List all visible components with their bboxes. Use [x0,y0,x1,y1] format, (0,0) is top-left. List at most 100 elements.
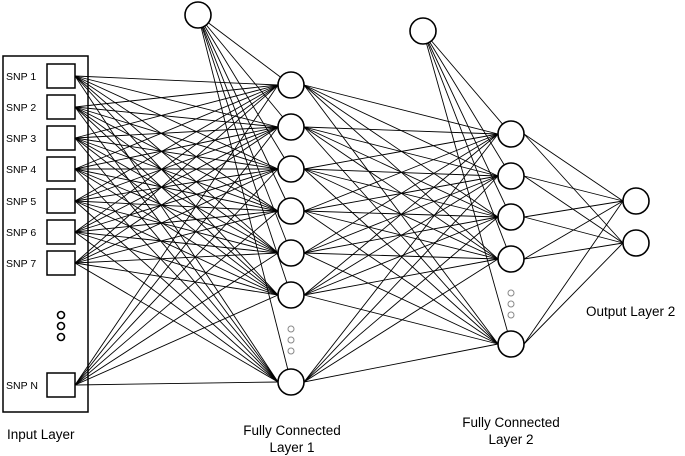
connection-line [74,168,279,383]
input-node-box [46,250,76,276]
connection-line [303,175,499,383]
connection-line [74,168,279,264]
input-layer-box [2,55,89,413]
connection-line [303,343,499,383]
connection-line [74,84,279,108]
connection-line [303,258,499,383]
connection-line [523,242,624,260]
connection-line [303,294,499,345]
fc2-neuron [497,120,525,148]
connection-line [74,75,279,383]
connection-line [74,168,279,296]
connection-line [74,126,279,139]
connection-line [74,75,279,254]
fc1-ellipsis [287,325,295,355]
input-node-box [46,156,76,182]
connection-line [523,175,624,244]
input-label: SNP 1 [6,71,36,83]
connection-line [74,84,279,139]
fc1-neuron [277,281,305,309]
connection-line [422,30,512,135]
connection-line [74,210,279,233]
fc2-neuron [497,203,525,231]
connection-line [74,137,279,170]
input-label: SNP N [6,380,38,392]
connection-line [303,216,499,383]
input-node-box [46,125,76,151]
connection-line [74,84,279,170]
connection-line [197,14,292,86]
connection-line [303,133,499,296]
bias-node-2 [409,17,437,45]
connection-line [74,126,279,264]
fc2-neuron [497,245,525,273]
connection-line [74,262,279,296]
connection-line [303,258,499,296]
connection-line [74,231,279,296]
connections [74,14,624,386]
connection-line [197,14,292,170]
connection-line [74,231,279,254]
output-neuron [622,229,650,257]
connection-line [74,75,279,128]
input-ellipsis [56,310,66,342]
connection-line [74,137,279,296]
output-layer-label: Output Layer 2 [586,304,675,319]
connection-line [74,126,279,386]
connection-line [74,381,279,386]
connection-line [197,14,292,383]
connection-line [303,84,499,135]
connection-line [303,216,499,296]
input-layer-label: Input Layer [7,427,75,442]
fc1-neuron [277,113,305,141]
fc1-neuron [277,239,305,267]
connection-line [74,106,279,296]
connection-line [523,200,624,345]
connection-line [422,30,512,218]
connection-line [197,14,292,296]
input-label: SNP 2 [6,102,36,114]
fc2-label-line2: Layer 2 [488,432,533,447]
connection-line [422,30,512,177]
connection-line [74,137,279,383]
connection-line [74,200,279,296]
input-node-box [46,94,76,120]
input-label: SNP 5 [6,196,36,208]
connection-line [74,252,279,386]
fc1-neuron [277,197,305,225]
connection-line [422,30,512,260]
connection-line [74,168,279,386]
connection-line [303,133,499,383]
bias-node-1 [184,1,212,29]
connection-line [303,175,499,296]
fc1-label-line2: Layer 1 [269,440,314,455]
connection-line [303,133,499,212]
connection-line [422,30,512,345]
fc2-ellipsis [507,289,515,319]
connection-line [74,168,279,254]
connection-line [74,168,279,202]
output-neuron [622,187,650,215]
connection-line [523,133,624,202]
connection-line [74,75,279,86]
connection-line [303,133,499,170]
fc2-neuron [497,162,525,190]
connection-line [74,106,279,383]
connection-line [197,14,292,128]
input-label: SNP 7 [6,258,36,270]
connection-line [303,84,499,218]
input-node-box [46,219,76,245]
input-label: SNP 6 [6,227,36,239]
fc1-label-line1: Fully Connected [243,423,341,438]
connection-line [303,252,499,345]
connection-line [523,200,624,218]
connection-line [74,262,279,383]
connection-line [523,200,624,260]
connection-line [74,84,279,233]
connection-line [74,84,279,386]
connection-line [74,106,279,170]
connection-line [74,126,279,202]
connection-line [523,242,624,345]
